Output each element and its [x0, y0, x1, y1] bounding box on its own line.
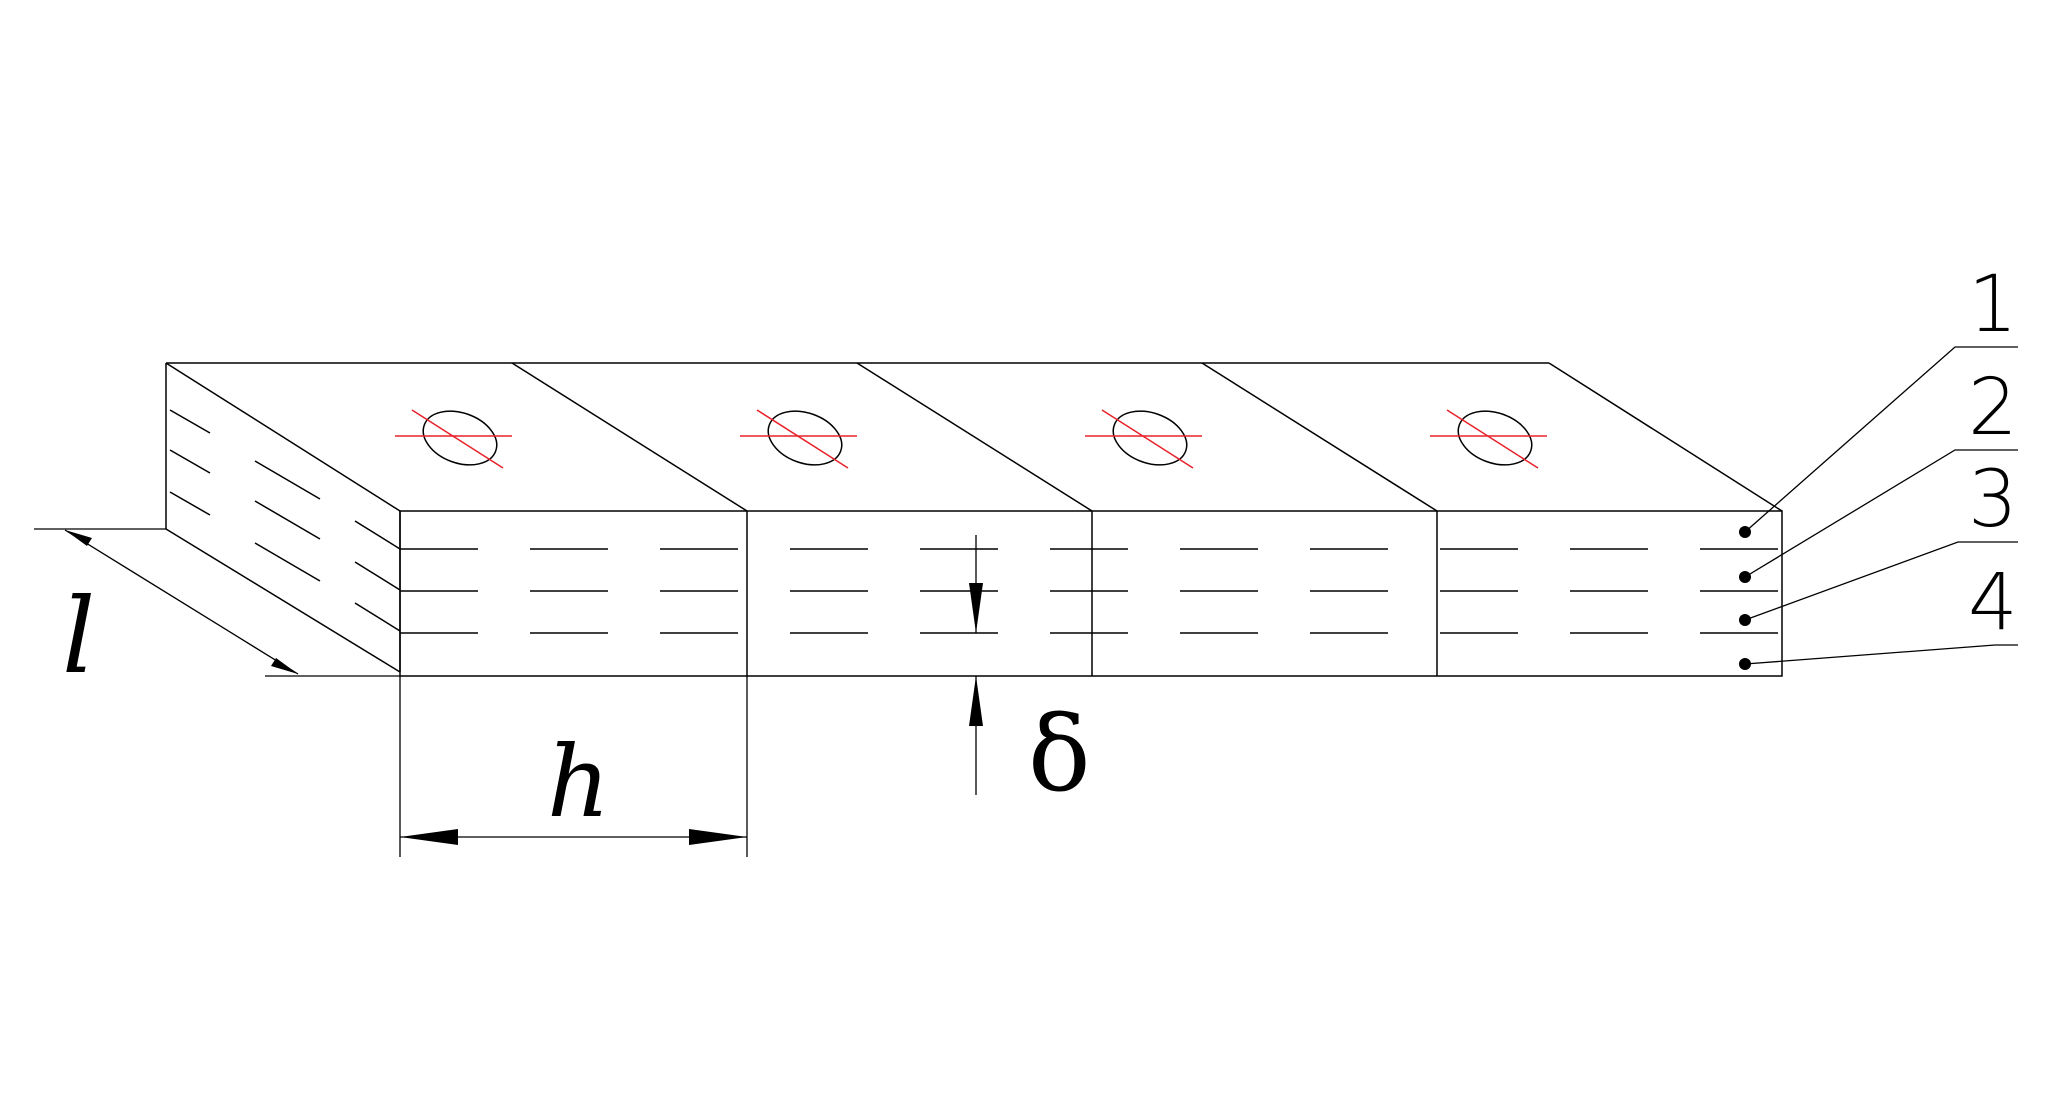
callout-leader-3 — [1744, 541, 2018, 621]
callout-label-3: 3 — [1968, 455, 2018, 545]
callout-leader-4 — [1744, 644, 2018, 665]
callout-leaders — [1744, 346, 2018, 665]
width-label: h — [547, 726, 610, 840]
front-laminate-lines — [400, 548, 1782, 634]
length-arrow-head-start — [65, 530, 92, 546]
hole-4 — [1430, 409, 1547, 469]
width-arrow-head-right — [689, 829, 747, 845]
callout-leader-1 — [1744, 346, 2018, 533]
length-arrow-head-end — [271, 658, 298, 674]
width-arrow-head-left — [400, 829, 458, 845]
thickness-label: δ — [1028, 693, 1091, 815]
callout-label-2: 2 — [1968, 363, 2018, 453]
front-face — [399, 510, 1783, 677]
top-face — [166, 362, 1783, 512]
hole-2 — [740, 409, 857, 469]
hole-3 — [1085, 409, 1202, 469]
length-label: l — [62, 575, 95, 697]
callout-labels: 1 2 3 4 — [1968, 260, 2018, 648]
thickness-arrow-head-top — [969, 583, 983, 633]
length-dimension: l — [34, 528, 400, 697]
thickness-dimension: δ — [969, 535, 1091, 815]
callout-dots — [1739, 526, 1751, 670]
thickness-arrow-head-bottom — [969, 676, 983, 726]
callout-leader-2 — [1744, 449, 2018, 578]
hole-1 — [395, 409, 512, 469]
callout-label-4: 4 — [1968, 558, 2018, 648]
side-laminate-lines — [169, 409, 401, 632]
callout-label-1: 1 — [1968, 260, 2018, 350]
width-dimension: h — [399, 676, 748, 857]
